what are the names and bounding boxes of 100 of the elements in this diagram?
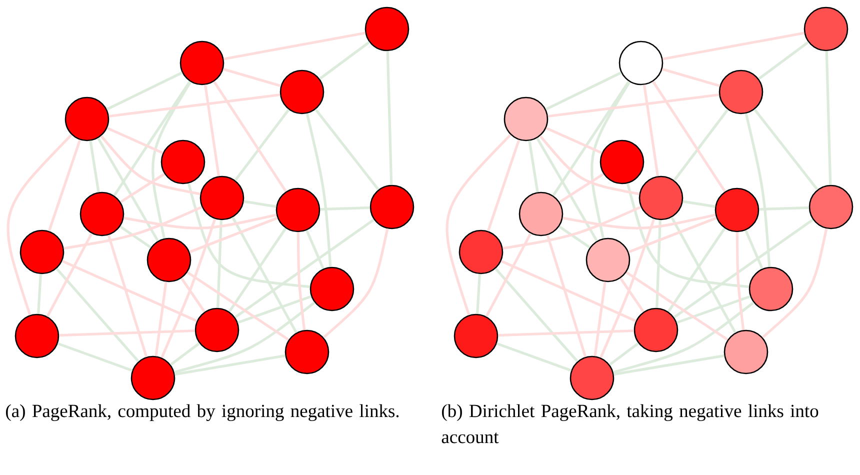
graph-edge xyxy=(590,81,631,239)
graph-node xyxy=(504,96,548,142)
graph-edge xyxy=(120,172,166,204)
graph-edge xyxy=(174,302,316,374)
graph-node xyxy=(14,314,60,358)
graph-edge xyxy=(628,216,717,254)
graph-edge xyxy=(545,72,622,110)
graph-edge xyxy=(48,140,82,232)
graph-edge xyxy=(558,172,604,204)
graph-edge xyxy=(594,282,606,356)
graph-edge xyxy=(744,113,771,267)
graph-edge xyxy=(296,232,306,330)
graph-node xyxy=(808,184,854,230)
graph-node xyxy=(638,176,684,220)
graph-edge xyxy=(539,135,640,196)
graph-node xyxy=(146,238,192,282)
graph-edge xyxy=(546,234,587,358)
graph-node xyxy=(20,230,64,274)
graph-edge xyxy=(500,260,636,322)
graph-edge xyxy=(496,342,572,372)
graph-edge xyxy=(754,108,818,190)
graph-node xyxy=(276,188,320,232)
graph-edge xyxy=(494,268,578,362)
graph-edge xyxy=(619,278,645,312)
graph-node xyxy=(284,330,330,374)
graph-edge xyxy=(613,302,754,374)
graph-edge xyxy=(222,68,282,88)
graph-edge xyxy=(113,80,191,196)
graph-edge xyxy=(64,206,202,250)
graph-edge xyxy=(106,72,183,110)
graph-edge xyxy=(189,216,278,254)
graph-edge xyxy=(204,84,220,176)
graph-edge xyxy=(89,140,100,192)
figure-caption: (b) Dirichlet PageRank, taking negative links into account xyxy=(442,404,818,444)
graph-node xyxy=(194,308,240,352)
graph-edge xyxy=(224,32,366,60)
graph-node xyxy=(64,96,110,142)
graph-edge xyxy=(37,274,42,314)
graph-edge xyxy=(108,93,280,118)
graph-edge xyxy=(57,342,133,372)
graph-edge xyxy=(237,295,312,324)
graph-edge xyxy=(736,232,745,330)
graph-edge xyxy=(682,200,716,208)
graph-edge xyxy=(186,271,290,341)
graph-edge xyxy=(552,80,630,196)
graph-edge xyxy=(306,230,324,270)
graph-edge xyxy=(56,268,140,362)
graph-edge xyxy=(536,138,598,242)
graph-edge xyxy=(762,228,828,338)
graph-edge xyxy=(46,232,93,318)
graph-edge xyxy=(558,225,590,249)
graph-edge xyxy=(600,218,656,358)
graph-edge xyxy=(170,342,200,366)
graph-edge xyxy=(626,183,750,288)
graph-node xyxy=(634,308,678,352)
graph-edge xyxy=(667,228,726,312)
graph-node xyxy=(180,40,224,86)
graph-edge xyxy=(100,135,200,196)
graph-node xyxy=(748,266,794,312)
graph-edge xyxy=(120,225,152,249)
graph-edge xyxy=(6,134,72,316)
graph-node xyxy=(364,6,410,52)
graph-edge xyxy=(656,220,662,308)
graph-edge xyxy=(476,274,481,314)
graph-node xyxy=(200,176,244,220)
graph-node xyxy=(130,356,176,400)
graph-edge xyxy=(107,234,148,358)
graph-edge xyxy=(759,206,809,211)
graph-edge xyxy=(322,228,389,338)
graph-edge xyxy=(642,84,660,176)
graph-edge xyxy=(662,68,720,88)
graph-edge xyxy=(652,80,726,192)
graph-edge xyxy=(562,214,716,230)
graph-edge xyxy=(608,342,640,366)
graph-edge xyxy=(502,206,642,250)
graph-edge xyxy=(486,140,520,232)
graph-edge xyxy=(187,183,310,288)
graph-node xyxy=(310,266,354,312)
graph-edge xyxy=(446,134,512,316)
graph-node xyxy=(160,140,206,184)
graph-edge xyxy=(744,230,764,270)
graph-edge xyxy=(160,218,216,358)
graph-edge xyxy=(386,51,393,185)
graph-edge xyxy=(662,32,804,60)
graph-edge xyxy=(59,329,195,337)
graph-node xyxy=(718,70,764,114)
graph-edge xyxy=(180,278,206,312)
graph-edge xyxy=(485,232,532,318)
graph-edge xyxy=(152,81,192,239)
graph-edge xyxy=(319,41,370,80)
graph-edge xyxy=(670,216,736,334)
graph-edge xyxy=(673,108,729,182)
graph-edge xyxy=(244,200,276,208)
graph-edge xyxy=(213,80,287,192)
graph-node xyxy=(724,330,768,374)
graph-node xyxy=(600,140,644,184)
graph-edge xyxy=(306,113,332,268)
graph-edge xyxy=(320,206,370,211)
graph-edge xyxy=(498,329,634,337)
graph-edge xyxy=(124,214,277,230)
